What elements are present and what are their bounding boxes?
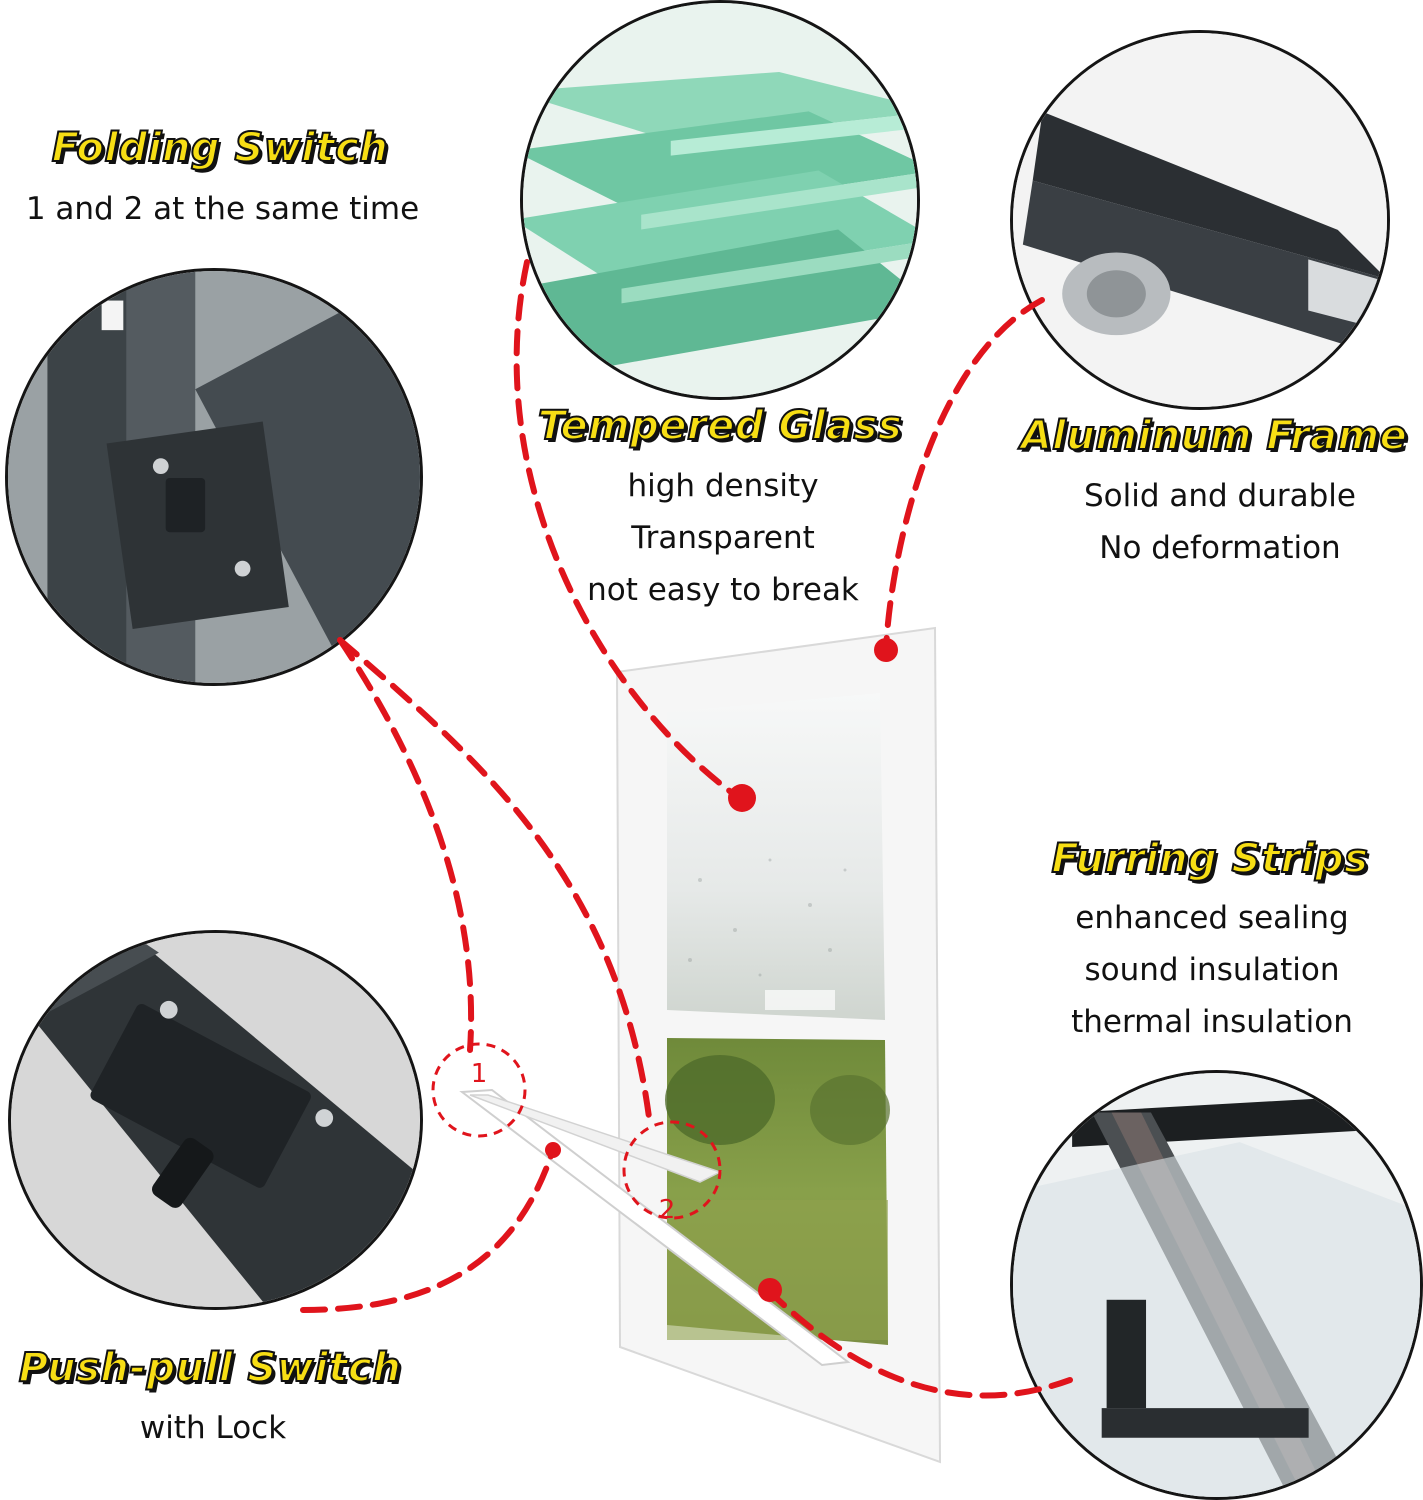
marker-label-1: 1 <box>471 1059 488 1089</box>
upper-glass-pane <box>667 693 885 1020</box>
tempered-glass-desc: high density Transparent not easy to bre… <box>523 460 923 616</box>
folding-switch-leader-2 <box>337 637 653 1128</box>
tempered-glass-leader <box>513 259 745 803</box>
aluminum-frame-leader <box>883 297 1045 653</box>
tempered-glass-detail-image <box>520 0 920 400</box>
folding-arm <box>459 1088 851 1367</box>
furring-strips-desc-line: sound insulation <box>1084 952 1340 988</box>
furring-strips-desc: enhanced sealing sound insulation therma… <box>1012 892 1412 1048</box>
tempered-glass-title: Tempered Glass <box>537 402 903 450</box>
push-pull-switch-desc-line: with Lock <box>139 1410 287 1446</box>
furring-strips-desc-line: enhanced sealing <box>1075 900 1349 936</box>
marker-circle-1 <box>431 1042 527 1138</box>
aluminum-frame-desc-line: Solid and durable <box>1083 478 1356 514</box>
folding-switch-title: Folding Switch <box>51 124 389 172</box>
glass-marker-dot <box>728 784 756 812</box>
folding-switch-leader-1 <box>337 637 475 1053</box>
folding-switch-detail-image <box>5 268 423 686</box>
tempered-glass-desc-line: high density <box>627 468 819 504</box>
aluminum-frame-detail-image <box>1010 30 1390 410</box>
furring-strips-leader <box>765 1287 1073 1399</box>
push-pull-leader <box>300 1147 556 1313</box>
frame-marker-dot <box>874 638 898 662</box>
marker-label-2: 2 <box>659 1195 676 1225</box>
tempered-glass-desc-line: not easy to break <box>587 572 859 608</box>
folding-switch-desc-line: 1 and 2 at the same time <box>25 191 420 227</box>
push-pull-switch-title: Push-pull Switch <box>18 1344 402 1392</box>
push-pull-switch-desc: with Lock <box>13 1402 413 1454</box>
push-pull-marker-dot <box>545 1142 561 1158</box>
push-pull-switch-detail-image <box>8 930 423 1310</box>
furring-strips-title: Furring Strips <box>1051 835 1369 883</box>
aluminum-frame-desc-line: No deformation <box>1099 530 1341 566</box>
furring-strips-detail-image <box>1010 1070 1423 1500</box>
marker-circle-2 <box>622 1120 722 1220</box>
furring-strips-desc-line: thermal insulation <box>1071 1004 1353 1040</box>
aluminum-frame-desc: Solid and durable No deformation <box>1020 470 1420 574</box>
aluminum-frame-title: Aluminum Frame <box>1020 412 1408 460</box>
folding-switch-desc: 1 and 2 at the same time <box>0 183 445 235</box>
tempered-glass-desc-line: Transparent <box>631 520 815 556</box>
rain-drops <box>688 858 847 977</box>
furring-marker-dot <box>758 1278 782 1302</box>
